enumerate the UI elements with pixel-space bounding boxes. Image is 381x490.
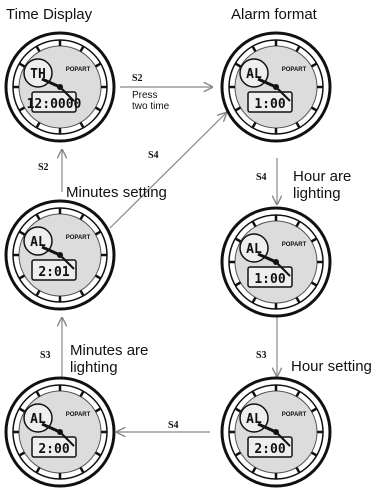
- lcd-bottom-text: 12:0000: [27, 97, 82, 112]
- brand-text: POPART: [282, 412, 307, 418]
- title-minutes-setting: Minutes setting: [66, 184, 167, 201]
- watch-hour-setting: [220, 376, 332, 488]
- lcd-bottom-text: 2:00: [38, 442, 69, 457]
- press-text-1: Press: [132, 90, 158, 101]
- brand-text: POPART: [282, 242, 307, 248]
- lcd-bottom-text: 1:00: [254, 272, 285, 287]
- lcd-top-text: AL: [246, 412, 262, 427]
- watch-time-display: [4, 31, 116, 143]
- title-minutes-are-lighting-1: Minutes are: [70, 342, 149, 359]
- title-minutes-are-lighting-2: lighting: [70, 359, 118, 376]
- title-hour-are-lighting-1: Hour are: [293, 168, 352, 185]
- key-s2-left: S2: [38, 162, 49, 173]
- brand-text: POPART: [66, 67, 91, 73]
- watch-alarm-format: [220, 31, 332, 143]
- title-hour-are-lighting-2: lighting: [293, 185, 341, 202]
- lcd-bottom-text: 2:00: [254, 442, 285, 457]
- lcd-top-text: AL: [30, 235, 46, 250]
- key-s3-right: S3: [256, 350, 267, 361]
- brand-text: POPART: [66, 235, 91, 241]
- brand-text: POPART: [282, 67, 307, 73]
- lcd-top-text: AL: [246, 67, 262, 82]
- key-s4-right: S4: [256, 172, 267, 183]
- press-text-2: two time: [132, 101, 170, 112]
- lcd-top-text: AL: [30, 412, 46, 427]
- lcd-top-text: TH: [30, 67, 46, 82]
- watch-minutes-lighting: [4, 376, 116, 488]
- brand-text: POPART: [66, 412, 91, 418]
- key-s2-top: S2: [132, 73, 143, 84]
- title-hour-setting: Hour setting: [291, 358, 372, 375]
- lcd-bottom-text: 1:00: [254, 97, 285, 112]
- title-alarm-format: Alarm format: [231, 6, 317, 23]
- watch-hour-lighting: [220, 206, 332, 318]
- lcd-top-text: AL: [246, 242, 262, 257]
- watch-minutes-setting: [4, 199, 116, 311]
- key-s4-bottom: S4: [168, 420, 179, 431]
- title-time-display: Time Display: [6, 6, 93, 23]
- lcd-bottom-text: 2:01: [38, 265, 69, 280]
- key-s4-diag: S4: [148, 150, 159, 161]
- key-s3-left: S3: [40, 350, 51, 361]
- arrow-minutes-to-alarm: [109, 113, 226, 229]
